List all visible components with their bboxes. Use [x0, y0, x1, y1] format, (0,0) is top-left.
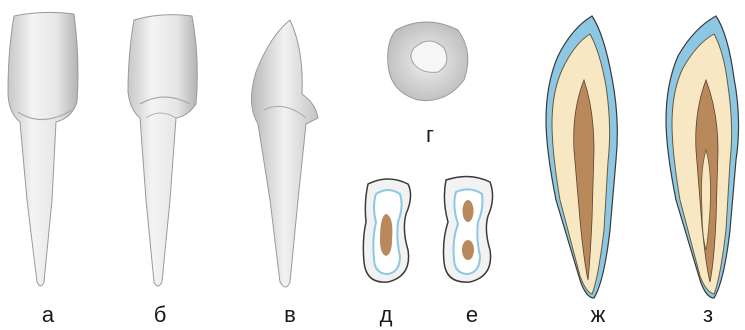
label-v: в	[284, 302, 296, 327]
tooth-labial-view	[8, 12, 78, 286]
label-d: д	[380, 302, 393, 327]
label-g: г	[426, 122, 434, 147]
cross-section-single-canal	[363, 179, 410, 282]
label-b: б	[154, 302, 167, 327]
label-a: а	[42, 302, 55, 327]
tooth-lateral-view	[251, 20, 318, 287]
label-e: е	[466, 302, 478, 327]
cross-section-two-canals	[444, 176, 493, 282]
tooth-lingual-view	[128, 15, 197, 286]
longitudinal-section-single-canal	[546, 16, 617, 298]
tooth-occlusal-view	[388, 22, 468, 101]
longitudinal-section-two-canals	[666, 16, 739, 298]
label-zh: ж	[591, 302, 606, 327]
label-z: з	[703, 302, 713, 327]
